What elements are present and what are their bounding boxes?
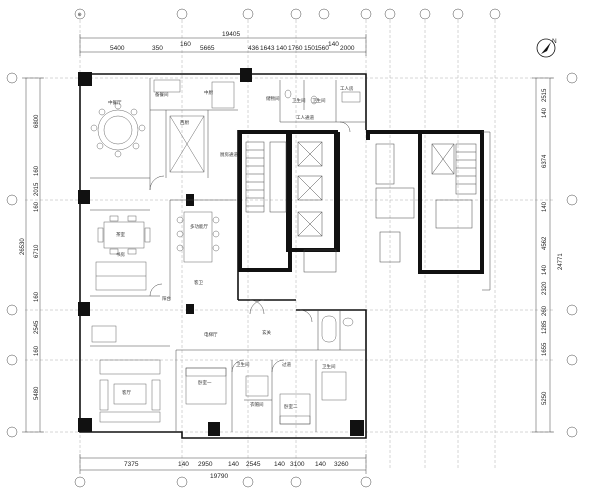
bed-2 <box>279 393 311 425</box>
room-label-entrance: 玄关 <box>262 329 271 336</box>
dim-left-seg: 6710 <box>34 244 40 258</box>
room-label-wc-1: 卫生间 <box>292 97 306 104</box>
room-label-west-kitchen: 西厨 <box>180 120 189 126</box>
dim-left-seg: 160 <box>34 201 40 212</box>
dim-bottom-seg: 2545 <box>246 461 261 468</box>
dim-right-seg: 1655 <box>542 342 548 356</box>
columns <box>78 68 364 436</box>
room-label-bedroom-1: 卧室一 <box>198 379 212 386</box>
room-label-cloak: 衣帽间 <box>250 401 264 408</box>
dim-top-seg: 5400 <box>110 45 125 52</box>
dim-left-seg: 6800 <box>34 114 40 128</box>
dim-top-seg: 5665 <box>200 45 215 52</box>
dim-left-seg: 2015 <box>34 182 40 196</box>
room-label-bath-2: 卫生间 <box>322 363 336 370</box>
dim-left-overall: 26530 <box>20 238 26 255</box>
dimension-left: 26530 6800 160 2015 160 6710 160 2545 16… <box>20 77 44 433</box>
dim-right-seg: 2320 <box>542 281 548 295</box>
room-label-staff-room: 工人房 <box>340 85 354 92</box>
dim-right-seg: 5250 <box>542 391 548 405</box>
svg-text:⊕: ⊕ <box>78 12 82 18</box>
dim-left-seg: 2545 <box>34 320 40 334</box>
dim-right-seg: 140 <box>542 264 548 275</box>
room-label-storage: 储物间 <box>266 95 280 102</box>
dim-top-overall: 19405 <box>222 31 240 38</box>
dim-bottom-seg: 7375 <box>124 461 139 468</box>
dim-top-seg: 436 <box>248 45 259 52</box>
room-labels: 中餐厅 中厨 备餐间 西厨 厨房通道 工人通道 工人房 储物间 卫生间 卫生间 … <box>108 85 354 410</box>
room-label-bedroom-2: 卧室二 <box>284 403 298 410</box>
dim-right-seg: 140 <box>542 201 548 212</box>
dim-bottom-overall: 19790 <box>210 473 228 480</box>
room-label-elevator-hall: 电梯厅 <box>204 331 218 338</box>
core-1 <box>238 130 340 273</box>
dim-right-overall: 24771 <box>558 253 564 270</box>
room-label-wc-2: 卫生间 <box>312 97 326 104</box>
dim-bottom-seg: 140 <box>178 461 189 468</box>
dimension-right: 2515 140 6374 140 4562 140 2320 260 1285… <box>532 77 564 433</box>
dim-top-sub: 160 <box>180 41 191 48</box>
dim-right-seg: 2515 <box>542 88 548 102</box>
dim-top-seg: 350 <box>152 45 163 52</box>
dim-top-seg: 1643 <box>260 45 275 52</box>
dim-bottom-seg: 140 <box>315 461 326 468</box>
dim-bottom-seg: 3100 <box>290 461 305 468</box>
dim-top-seg: 1501 <box>304 45 319 52</box>
dim-right-seg: 140 <box>542 107 548 118</box>
core-2 <box>366 130 491 291</box>
room-label-multi: 多功能厅 <box>190 223 208 230</box>
living-sofa <box>91 325 161 423</box>
dim-right-seg: 1285 <box>542 320 548 334</box>
dim-top-seg: 2000 <box>340 45 355 52</box>
dim-left-seg: 5480 <box>34 386 40 400</box>
room-label-dining: 中餐厅 <box>108 99 122 106</box>
dimension-bottom: 7375 140 2950 140 2545 140 3100 140 3260… <box>79 454 367 480</box>
dim-left-seg: 160 <box>34 345 40 356</box>
north-arrow-icon: N <box>536 38 557 58</box>
dim-top-seg: 140 <box>328 41 339 48</box>
room-label-hall: 过道 <box>282 361 291 368</box>
dining-table <box>90 102 146 158</box>
dim-bottom-seg: 140 <box>274 461 285 468</box>
meeting-table <box>176 211 220 263</box>
study-furniture <box>95 261 147 291</box>
dim-top-seg: 560 <box>318 45 329 52</box>
dim-left-seg: 160 <box>34 165 40 176</box>
dim-top-seg: 140 <box>276 45 287 52</box>
room-label-pantry: 备餐间 <box>155 91 169 98</box>
interior-walls <box>90 78 366 432</box>
bed-1 <box>185 367 227 405</box>
axis-bubbles-top: ⊕ <box>6 8 578 488</box>
room-label-staff-rest: 工人通道 <box>296 114 314 121</box>
room-label-corridor: 厨房通道 <box>220 151 238 158</box>
dim-top-seg: 1760 <box>288 45 303 52</box>
dim-bottom-seg: 140 <box>228 461 239 468</box>
dim-right-seg: 260 <box>542 305 548 316</box>
tea-table <box>97 215 151 255</box>
room-label-study: 书房 <box>116 251 125 258</box>
dim-bottom-seg: 2950 <box>198 461 213 468</box>
kitchen-fixtures <box>153 79 235 173</box>
bath-fixtures <box>245 89 361 401</box>
room-label-kitchen: 中厨 <box>204 89 213 96</box>
dim-right-seg: 6374 <box>542 154 548 168</box>
room-label-bath-1: 卫生间 <box>236 361 250 368</box>
room-label-tea: 茶室 <box>116 231 125 238</box>
dimension-top: 19405 160 5400 350 5665 436 1643 140 176… <box>79 31 367 56</box>
north-label: N <box>552 38 557 45</box>
dim-bottom-seg: 3260 <box>334 461 349 468</box>
doors <box>149 121 351 373</box>
room-label-guest-wc: 客卫 <box>194 279 203 286</box>
room-label-living: 客厅 <box>122 389 131 396</box>
dim-right-seg: 4562 <box>542 236 548 250</box>
room-label-balcony: 阳台 <box>162 295 171 302</box>
dim-left-seg: 160 <box>34 291 40 302</box>
